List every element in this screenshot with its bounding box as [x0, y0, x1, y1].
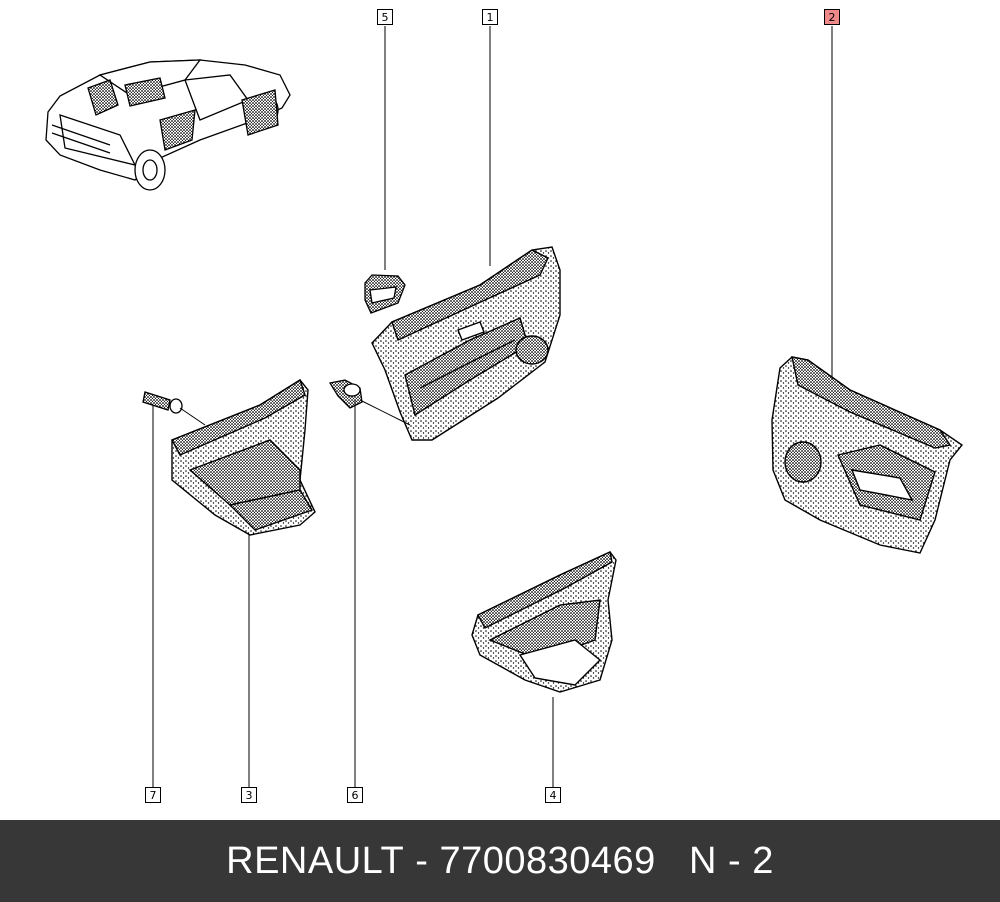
- callout-5[interactable]: 5: [377, 9, 393, 25]
- part-3-rear-door-panel: [171, 378, 316, 536]
- leader-6b: [359, 399, 411, 426]
- callout-1[interactable]: 1: [482, 9, 498, 25]
- leader-lines: [152, 26, 833, 787]
- callout-3[interactable]: 3: [241, 787, 257, 803]
- callout-2[interactable]: 2: [824, 9, 840, 25]
- footer-separator: -: [404, 839, 440, 882]
- footer-gap: [656, 840, 689, 883]
- callout-4[interactable]: 4: [545, 787, 561, 803]
- part-6-clip: [328, 379, 363, 409]
- callout-7[interactable]: 7: [145, 787, 161, 803]
- footer-bar: RENAULT - 7700830469 N - 2: [0, 820, 1000, 902]
- parts-diagram: [45, 26, 964, 787]
- part-2-front-door-panel: [771, 356, 964, 554]
- leader-7b: [179, 407, 206, 426]
- footer-part-number: 7700830469: [439, 839, 656, 882]
- part-5-switch: [364, 274, 406, 314]
- car-illustration: [45, 59, 291, 191]
- part-4-rear-door-panel: [471, 550, 617, 693]
- footer-brand: RENAULT: [226, 839, 405, 882]
- part-7-screw: [142, 391, 183, 414]
- part-1-front-door-panel: [371, 246, 561, 441]
- footer-ref: N - 2: [689, 839, 774, 882]
- callout-6[interactable]: 6: [347, 787, 363, 803]
